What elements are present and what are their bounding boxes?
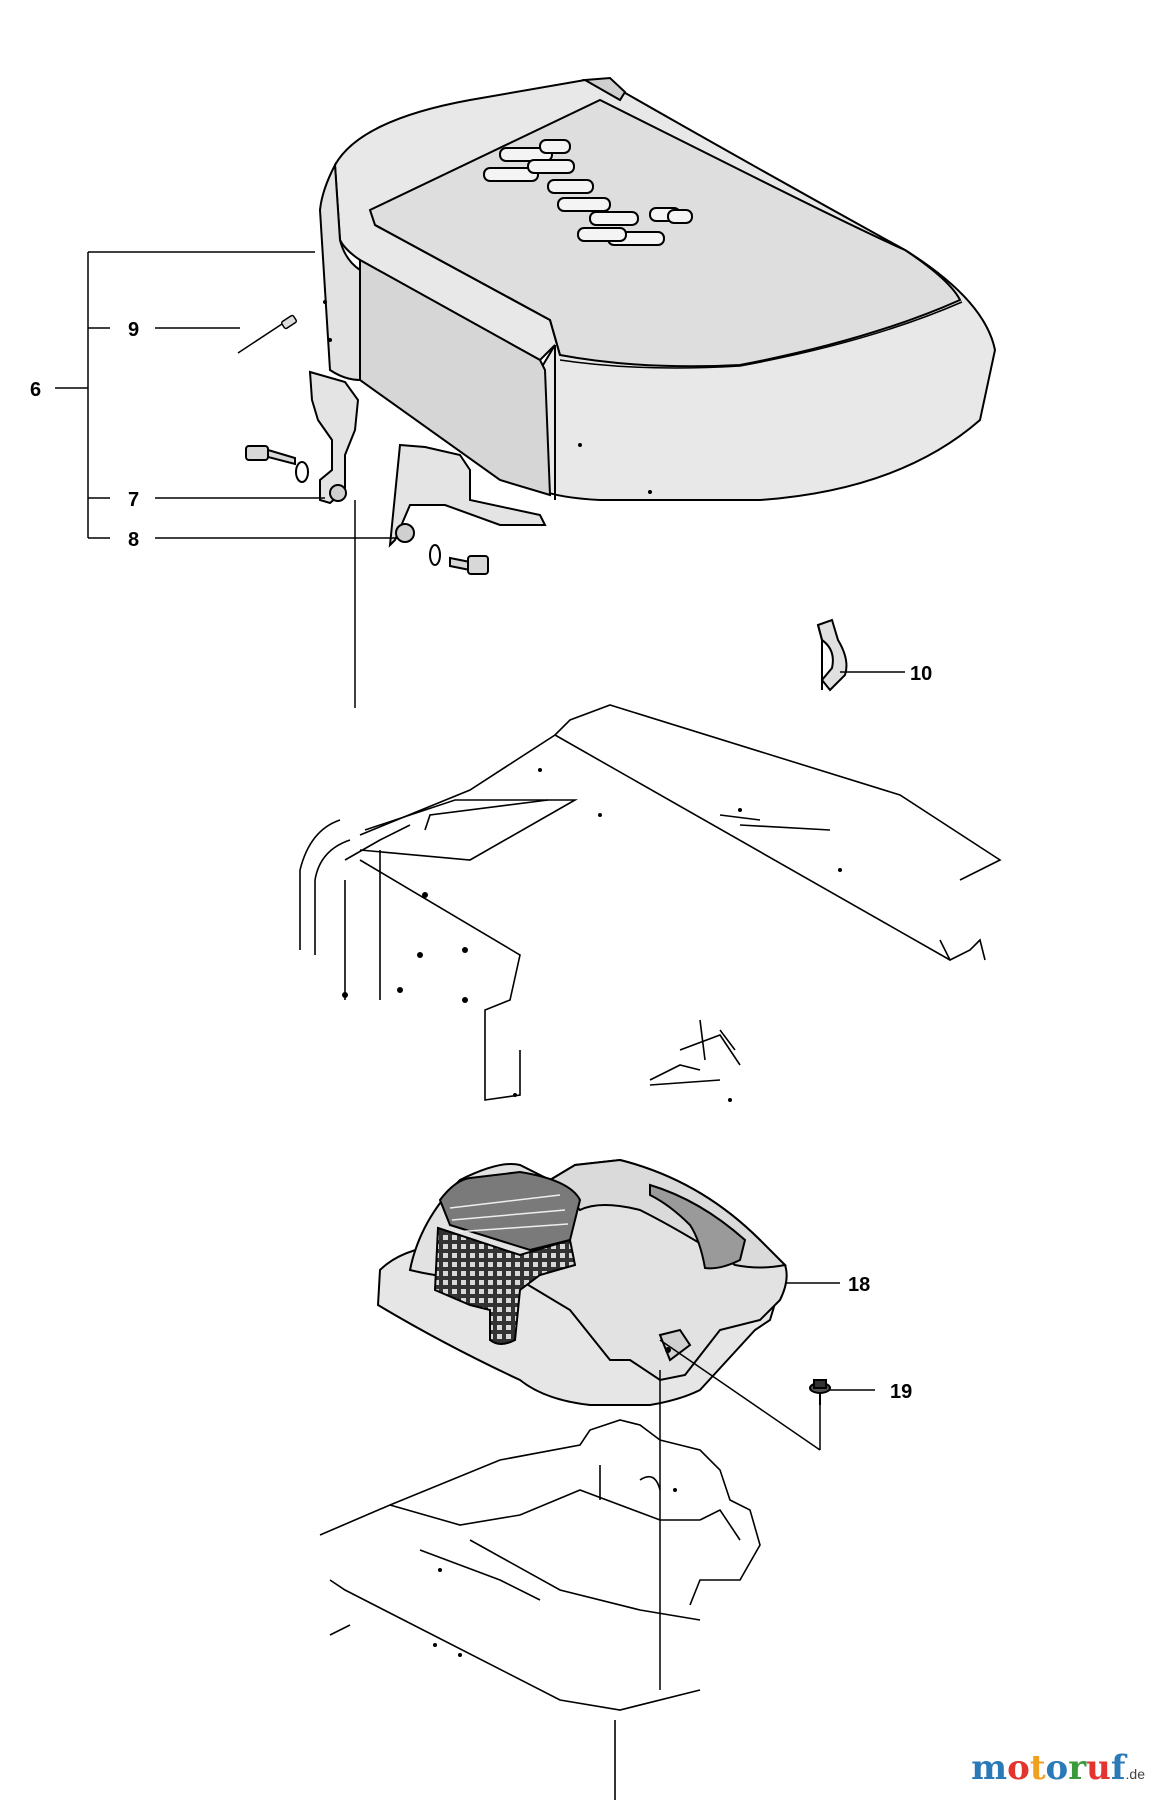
watermark-letter: f <box>1110 1748 1126 1788</box>
screw <box>809 1379 831 1405</box>
bracket-right <box>388 443 547 548</box>
watermark-letter: m <box>971 1748 1008 1788</box>
seat-cover <box>376 1158 788 1406</box>
hood-cover <box>318 76 997 501</box>
callout-9: 9 <box>128 319 139 341</box>
clip <box>816 618 848 692</box>
watermark-letter: u <box>1086 1748 1111 1788</box>
callout-7: 7 <box>128 489 139 511</box>
watermark-letter: o <box>1007 1748 1030 1788</box>
chassis-frame <box>299 704 1002 1102</box>
watermark-logo: motoruf.de <box>971 1748 1145 1788</box>
watermark-letter: o <box>1045 1748 1069 1788</box>
leader-lines <box>55 251 905 1690</box>
bracket-left <box>308 370 360 505</box>
bolt-left <box>245 445 309 483</box>
callout-6: 6 <box>30 379 41 401</box>
seat-base <box>319 1419 761 1800</box>
watermark-suffix: .de <box>1125 1766 1145 1782</box>
callout-19: 19 <box>890 1381 912 1403</box>
watermark-letter: t <box>1029 1748 1046 1788</box>
pin <box>237 314 298 354</box>
callout-18: 18 <box>848 1274 870 1296</box>
callout-8: 8 <box>128 529 139 551</box>
watermark-letter: r <box>1068 1748 1087 1788</box>
callout-10: 10 <box>910 663 932 685</box>
bolt-right <box>429 544 489 575</box>
